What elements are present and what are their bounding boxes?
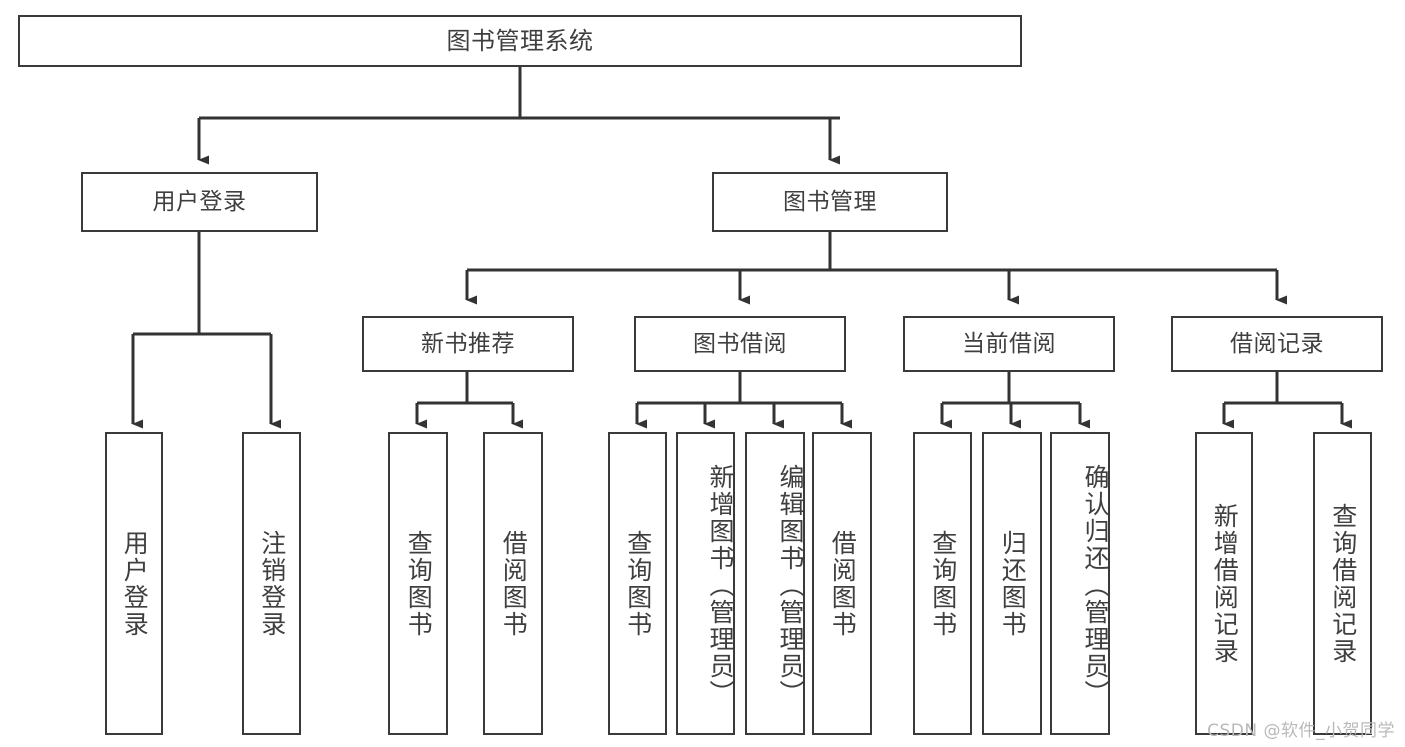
node-root-system[interactable]: 图书管理系统 bbox=[18, 15, 1022, 67]
node-user-login[interactable]: 用户登录 bbox=[81, 172, 318, 232]
node-new-book-rec[interactable]: 新书推荐 bbox=[362, 316, 574, 372]
leaf-confirm-return-admin[interactable]: 确认归还（管理员） bbox=[1050, 432, 1110, 735]
node-book-manage[interactable]: 图书管理 bbox=[712, 172, 948, 232]
leaf-query-book-new-rec[interactable]: 查询图书 bbox=[388, 432, 448, 735]
leaf-edit-book-admin[interactable]: 编辑图书（管理员） bbox=[745, 432, 805, 735]
leaf-query-book-current[interactable]: 查询图书 bbox=[913, 432, 972, 735]
node-current-borrow[interactable]: 当前借阅 bbox=[903, 316, 1115, 372]
node-book-borrow[interactable]: 图书借阅 bbox=[634, 316, 846, 372]
node-borrow-record[interactable]: 借阅记录 bbox=[1171, 316, 1383, 372]
leaf-add-book-admin[interactable]: 新增图书（管理员） bbox=[676, 432, 735, 735]
csdn-watermark: CSDN @软件_小贺同学 bbox=[1207, 721, 1395, 741]
leaf-logout-login[interactable]: 注销登录 bbox=[242, 432, 301, 735]
leaf-borrow-book-borrow[interactable]: 借阅图书 bbox=[812, 432, 872, 735]
leaf-borrow-book-new-rec[interactable]: 借阅图书 bbox=[483, 432, 543, 735]
leaf-add-borrow-record[interactable]: 新增借阅记录 bbox=[1195, 432, 1253, 735]
leaf-query-book-borrow[interactable]: 查询图书 bbox=[608, 432, 667, 735]
leaf-user-login[interactable]: 用户登录 bbox=[105, 432, 163, 735]
leaf-return-book[interactable]: 归还图书 bbox=[982, 432, 1042, 735]
leaf-query-borrow-record[interactable]: 查询借阅记录 bbox=[1313, 432, 1372, 735]
